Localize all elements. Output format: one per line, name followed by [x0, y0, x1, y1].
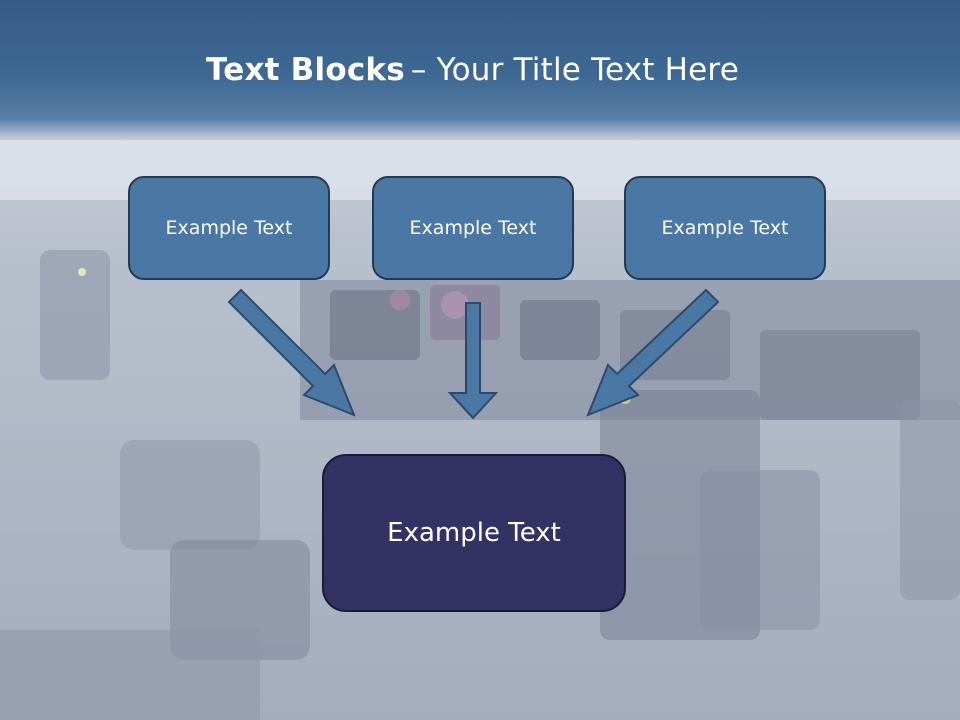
text-block-3-label: Example Text [661, 217, 789, 239]
main-text-block[interactable]: Example Text [322, 454, 626, 612]
title-band [0, 0, 960, 140]
arrow-center [447, 302, 499, 420]
text-block-2-label: Example Text [409, 217, 537, 239]
text-block-3[interactable]: Example Text [624, 176, 826, 280]
title-separator: – [410, 52, 427, 88]
text-block-1[interactable]: Example Text [128, 176, 330, 280]
arrow-right [586, 288, 720, 417]
title-rest: Your Title Text Here [436, 52, 739, 88]
arrow-left [227, 288, 356, 417]
title-bold: Text Blocks [206, 52, 405, 88]
main-text-block-label: Example Text [387, 518, 561, 548]
slide-title: Text Blocks–Your Title Text Here [0, 52, 945, 88]
text-block-2[interactable]: Example Text [372, 176, 574, 280]
text-block-1-label: Example Text [165, 217, 293, 239]
